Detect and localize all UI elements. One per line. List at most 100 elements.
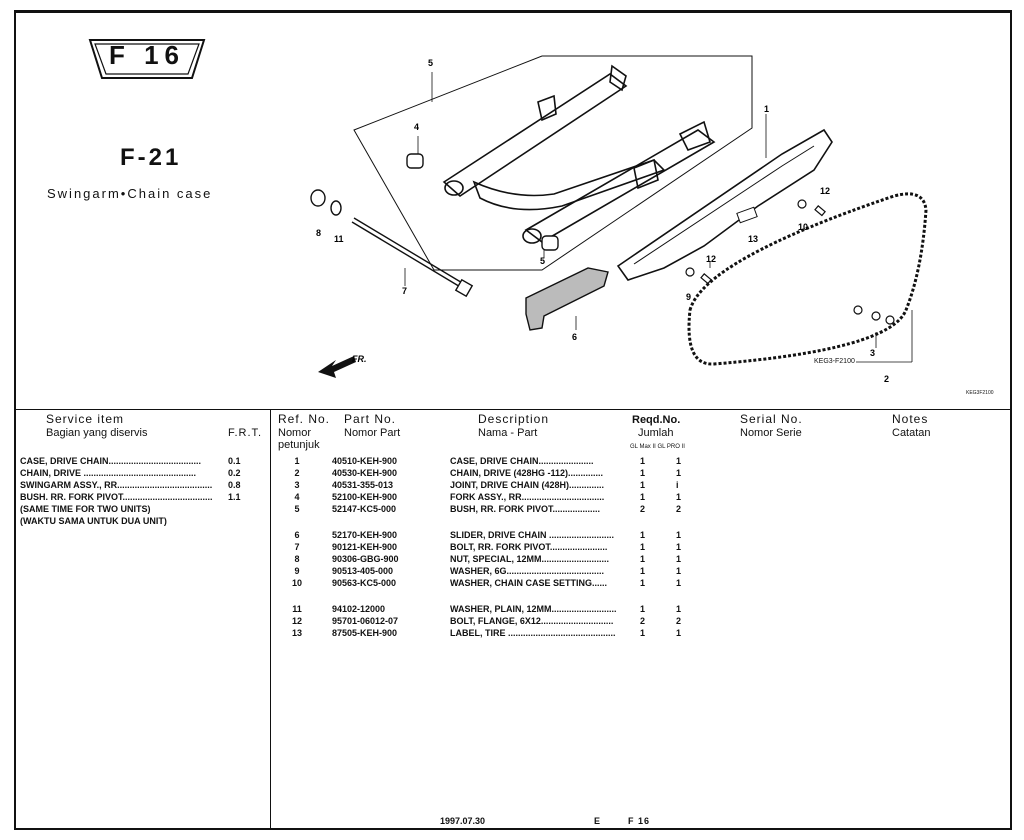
direction-label: FR. <box>352 354 367 364</box>
service-item-name: BUSH. RR. FORK PIVOT....................… <box>20 492 213 502</box>
qty-gl-max: 1 <box>640 604 646 614</box>
header-notes-local: Catatan <box>892 427 931 439</box>
header-description: Description <box>478 412 550 426</box>
header-reqd-variants: GL Max II GL PRO II <box>630 444 685 450</box>
case-bolts <box>685 199 826 285</box>
part-no: 40531-355-013 <box>332 480 394 490</box>
description: BUSH, RR. FORK PIVOT................... <box>450 504 601 514</box>
service-item-note: (WAKTU SAMA UNTUK DUA UNIT) <box>20 516 167 526</box>
qty-gl-max: 1 <box>640 456 646 466</box>
ref-no: 8 <box>294 554 300 564</box>
header-description-local: Nama - Part <box>478 427 538 439</box>
pivot-bush <box>406 153 559 251</box>
description: WASHER, PLAIN, 12MM.....................… <box>450 604 617 614</box>
qty-gl-pro: 1 <box>676 604 682 614</box>
nut-washer <box>310 189 342 216</box>
ref-no: 3 <box>294 480 300 490</box>
description: BOLT, RR. FORK PIVOT....................… <box>450 542 608 552</box>
callout-2: 2 <box>884 374 889 384</box>
page-border <box>14 10 1012 830</box>
qty-gl-max: 2 <box>640 504 646 514</box>
callout-8: 8 <box>316 228 321 238</box>
header-ref-no-local: Nomor <box>278 427 312 439</box>
qty-gl-pro: 1 <box>676 554 682 564</box>
footer-page-code: F 16 <box>628 816 651 826</box>
part-no: 52147-KC5-000 <box>332 504 397 514</box>
qty-gl-pro: 1 <box>676 530 682 540</box>
ref-no: 6 <box>294 530 300 540</box>
callout-12b: 12 <box>706 254 716 264</box>
callout-12a: 12 <box>820 186 830 196</box>
qty-gl-max: 2 <box>640 616 646 626</box>
part-no: 94102-12000 <box>332 604 386 614</box>
qty-gl-max: 1 <box>640 628 646 638</box>
ref-no: 11 <box>292 604 302 614</box>
header-notes: Notes <box>892 412 929 426</box>
ref-no: 12 <box>292 616 303 626</box>
table-top-rule <box>16 409 1012 410</box>
description: CASE, DRIVE CHAIN...................... <box>450 456 594 466</box>
callout-4: 5 <box>428 58 433 68</box>
callout-9: 9 <box>686 292 691 302</box>
exploded-diagram: FR. 5 4 5 1 12 10 13 12 9 8 11 7 6 3 2 <box>310 55 928 384</box>
service-item-frt: 0.8 <box>228 480 241 490</box>
section-badge-frame <box>88 39 206 79</box>
callout-5a: 4 <box>414 122 419 132</box>
ref-no: 2 <box>294 468 300 478</box>
qty-gl-max: 1 <box>640 480 646 490</box>
description: LABEL, TIRE ............................… <box>450 628 616 638</box>
qty-gl-max: 1 <box>640 530 646 540</box>
description: JOINT, DRIVE CHAIN (428H).............. <box>450 480 605 490</box>
swingarm-fork <box>442 64 716 244</box>
section-title: Swingarm•Chain case <box>47 186 213 201</box>
service-item-frt: 1.1 <box>228 492 241 502</box>
qty-gl-pro: 1 <box>676 542 682 552</box>
chain-joint <box>853 305 895 325</box>
callout-1: 1 <box>764 104 769 114</box>
part-no: 90513-405-000 <box>332 566 394 576</box>
header-ref-no: Ref. No. <box>278 412 331 426</box>
qty-gl-max: 1 <box>640 578 646 588</box>
callout-10: 10 <box>798 222 808 232</box>
pivot-bolt <box>351 217 474 298</box>
callout-11: 11 <box>334 234 344 244</box>
ref-no: 9 <box>294 566 300 576</box>
parts-row: 6 52170-KEH-900 SLIDER, DRIVE CHAIN ......… <box>274 530 694 542</box>
header-reqd-no: Reqd.No. <box>632 414 681 426</box>
description: CHAIN, DRIVE (428HG -112).............. <box>450 468 604 478</box>
qty-gl-pro: 2 <box>676 616 682 626</box>
parts-row: 3 40531-355-013 JOINT, DRIVE CHAIN (428H).… <box>274 480 694 492</box>
header-service-item-local: Bagian yang diservis <box>46 427 148 439</box>
service-item-frt: 0.1 <box>228 456 241 466</box>
assembly-outline <box>353 55 753 271</box>
description: WASHER, CHAIN CASE SETTING...... <box>450 578 608 588</box>
part-no: 87505-KEH-900 <box>332 628 398 638</box>
part-no: 52100-KEH-900 <box>332 492 398 502</box>
callout-7: 7 <box>402 286 407 296</box>
service-item-note: (SAME TIME FOR TWO UNITS) <box>20 504 151 514</box>
header-frt: F.R.T. <box>228 427 263 439</box>
description: SLIDER, DRIVE CHAIN ....................… <box>450 530 615 540</box>
tire-label <box>736 206 758 224</box>
qty-gl-pro: 1 <box>676 468 682 478</box>
part-no: 40530-KEH-900 <box>332 468 398 478</box>
ref-no: 4 <box>294 492 300 502</box>
header-part-no: Part No. <box>344 412 397 426</box>
header-serial-no: Serial No. <box>740 412 803 426</box>
part-no: 52170-KEH-900 <box>332 530 398 540</box>
description: BOLT, FLANGE, 6X12......................… <box>450 616 614 626</box>
service-item-name: CASE, DRIVE CHAIN.......................… <box>20 456 202 466</box>
drive-chain <box>687 192 928 366</box>
header-serial-no-local: Nomor Serie <box>740 427 802 439</box>
qty-gl-pro: 1 <box>676 566 682 576</box>
ref-no: 10 <box>292 578 303 588</box>
leader-lines <box>404 72 913 363</box>
callout-3: 3 <box>870 348 875 358</box>
